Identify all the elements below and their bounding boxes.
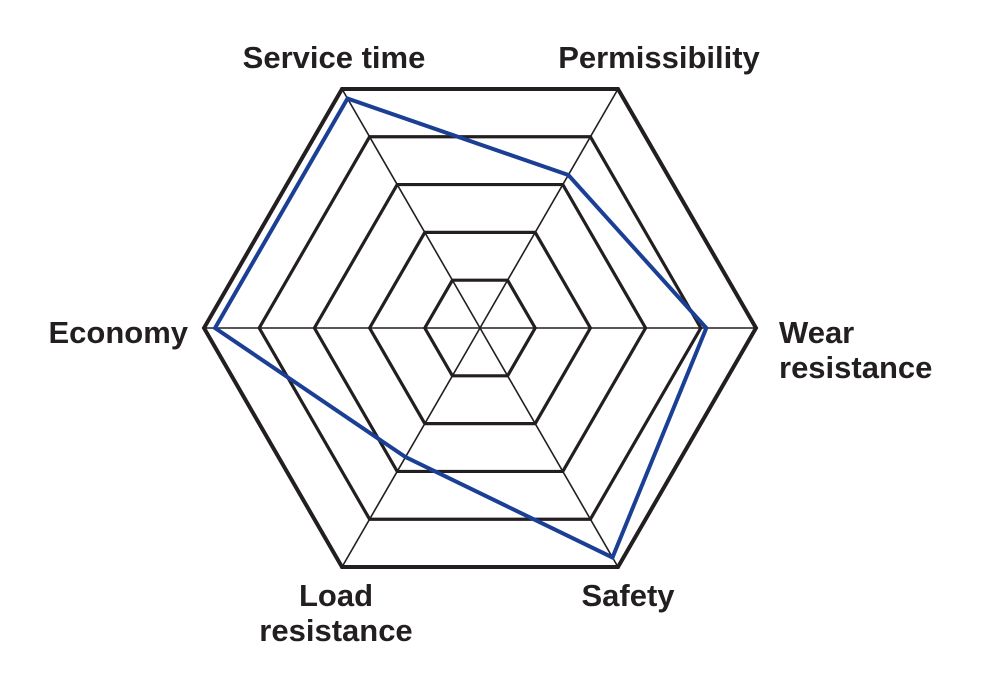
- axis-label-line: Load: [299, 578, 373, 613]
- axis-label-line: Wear: [779, 315, 854, 350]
- axis-label-service-time: Service time: [243, 40, 426, 75]
- axis-label-safety: Safety: [581, 578, 675, 613]
- axis-label-line: Safety: [581, 578, 675, 613]
- axis-label-line: resistance: [779, 350, 932, 385]
- axis-label-permissibility: Permissibility: [558, 40, 760, 75]
- axis-label-line: resistance: [259, 613, 412, 648]
- spoke-service-time: [341, 88, 481, 329]
- radar-series: [212, 96, 709, 561]
- spoke-permissibility: [479, 88, 619, 329]
- axis-label-line: Economy: [48, 315, 188, 350]
- axis-label-line: Permissibility: [558, 40, 760, 75]
- spoke-load-resistance: [341, 327, 481, 568]
- spoke-safety: [479, 327, 619, 568]
- axis-label-economy: Economy: [48, 315, 188, 350]
- radar-grid: [201, 86, 759, 570]
- axis-label-line: Service time: [243, 40, 426, 75]
